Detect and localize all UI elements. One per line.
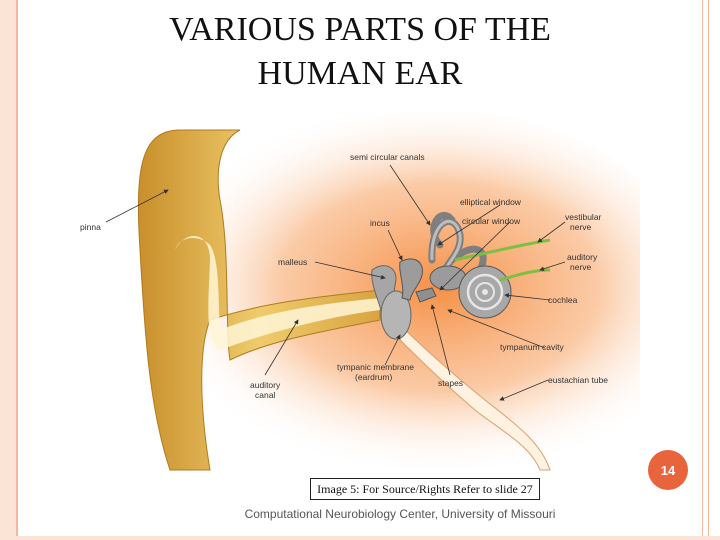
pinna-shape [137, 129, 381, 471]
label-vestibular-nerve-2: nerve [570, 222, 592, 232]
auditory-canal-highlight [175, 236, 380, 350]
label-auditory-nerve-1: auditory [567, 252, 598, 262]
slide-frame-left [0, 0, 18, 540]
label-elliptical-window: elliptical window [460, 197, 522, 207]
stapes-bone [415, 287, 437, 303]
label-tympanum-cavity: tympanum cavity [500, 342, 565, 352]
auditory-nerve [499, 268, 551, 282]
incus-bone [399, 258, 423, 301]
label-tympanic-membrane-2: (eardrum) [355, 372, 392, 382]
label-malleus: malleus [278, 257, 307, 267]
label-vestibular-nerve-1: vestibular [565, 212, 602, 222]
page-number-badge: 14 [648, 450, 688, 490]
label-pinna: pinna [80, 222, 101, 232]
label-eustachian-tube: eustachian tube [548, 375, 608, 385]
label-auditory-nerve-2: nerve [570, 262, 592, 272]
label-auditory-canal-2: canal [255, 390, 275, 400]
slide-frame-right [690, 0, 720, 540]
slide-frame-bottom [0, 536, 720, 540]
label-semi-circular-canals: semi circular canals [350, 152, 425, 162]
tympanic-membrane-shape [380, 290, 412, 340]
label-incus: incus [370, 218, 390, 228]
image-caption: Image 5: For Source/Rights Refer to slid… [310, 478, 540, 500]
slide-title: VARIOUS PARTS OF THE HUMAN EAR [60, 8, 660, 96]
ear-diagram: pinna semi circular canals elliptical wi… [80, 110, 640, 480]
label-auditory-canal-1: auditory [250, 380, 281, 390]
lower-canal [379, 314, 551, 471]
label-circular-window: circular window [462, 216, 521, 226]
title-line-2: HUMAN EAR [257, 55, 463, 92]
label-stapes: stapes [438, 378, 463, 388]
label-tympanic-membrane-1: tympanic membrane [337, 362, 414, 372]
label-cochlea: cochlea [548, 295, 578, 305]
slide-footer: Computational Neurobiology Center, Unive… [244, 507, 556, 521]
title-line-1: VARIOUS PARTS OF THE [169, 11, 551, 48]
